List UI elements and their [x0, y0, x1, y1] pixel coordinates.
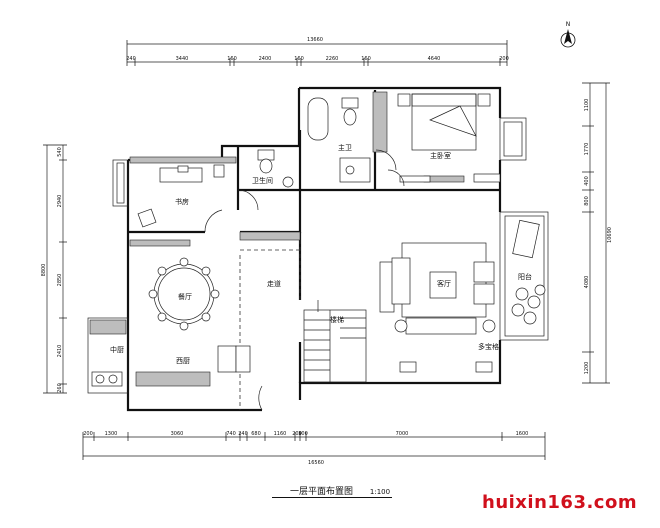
dim-top-seg-4: 160: [294, 56, 304, 62]
label-study: 书房: [175, 197, 189, 206]
label-stairs: 楼梯: [330, 315, 344, 324]
north-label: N: [566, 21, 571, 28]
balcony-bays: [87, 117, 549, 394]
dim-top-seg-3: 2400: [259, 56, 272, 62]
label-chinese-kitchen: 中厨: [110, 345, 124, 354]
dim-bottom-seg-7: 200: [292, 431, 302, 437]
watermark: huixin163.com: [482, 492, 638, 513]
label-multipurpose: 多宝格: [478, 342, 499, 351]
dim-right-total: 10690: [607, 227, 613, 243]
plan-caption: 一层平面布置图 1:100: [290, 484, 390, 497]
plan-scale: 1:100: [369, 488, 391, 496]
dim-bottom-seg-5: 680: [251, 431, 261, 437]
dim-bottom-seg-0: 200: [83, 431, 93, 437]
dim-left-seg-4: 260: [57, 383, 63, 393]
bedroom-furniture: [397, 93, 501, 183]
label-dining-room: 餐厅: [178, 292, 192, 301]
balcony-furniture: [511, 219, 546, 325]
north-arrow-icon: N: [560, 21, 576, 48]
study-furniture: [137, 164, 225, 228]
corridor-lines: [239, 240, 301, 410]
hatched-cabinets: [89, 91, 465, 387]
doors: [204, 149, 405, 411]
dim-right-seg-5: 1200: [584, 362, 590, 375]
dim-bottom-seg-6: 1160: [274, 431, 287, 437]
label-western-kitchen: 西厨: [176, 357, 190, 365]
dim-top-total: 13660: [307, 37, 323, 43]
dim-bottom-total: 16560: [308, 460, 324, 466]
dimension-right: 10690 1100 1770 400 800 4080 1200: [582, 82, 613, 384]
dim-bottom-seg-3: 740: [226, 431, 236, 437]
living-furniture: [379, 242, 496, 373]
dining-table: [148, 257, 220, 331]
dim-bottom-seg-4: 240: [238, 431, 248, 437]
dimension-bottom: 16560 200 1300 3060 740 240 680 1160 200…: [82, 431, 546, 466]
dim-bottom-seg-10: 1600: [516, 431, 529, 437]
dim-left-total: 8800: [41, 264, 47, 277]
label-bathroom: 卫生间: [252, 176, 273, 185]
dim-right-seg-2: 400: [584, 176, 590, 186]
dim-top-seg-2: 160: [227, 56, 237, 62]
plant-icon: [511, 284, 546, 325]
dim-right-seg-1: 1770: [584, 143, 590, 156]
plan-title: 一层平面布置图: [290, 487, 354, 497]
dim-top-seg-8: 200: [499, 56, 509, 62]
dim-bottom-seg-1: 1300: [105, 431, 118, 437]
dim-top-seg-5: 2260: [326, 56, 339, 62]
dim-bottom-seg-8: 300: [298, 431, 308, 437]
bathroom-fixtures: [257, 97, 371, 188]
label-balcony: 阳台: [518, 272, 532, 281]
room-labels: 书房 卫生间 主卫 主卧室 客厅 阳台 餐厅 走道 楼梯 中厨 西厨 多宝格: [110, 143, 532, 365]
dim-left-seg-1: 2940: [57, 195, 63, 208]
staircase: [303, 300, 367, 383]
label-living-room: 客厅: [437, 279, 451, 288]
dim-left-seg-0: 540: [57, 147, 63, 157]
dimension-top: 13660 240 3440 160 2400 160 2260 160 464…: [126, 37, 509, 66]
dim-right-seg-4: 4080: [584, 276, 590, 289]
label-corridor: 走道: [267, 279, 281, 288]
dim-left-seg-3: 2410: [57, 345, 63, 358]
dim-top-seg-7: 4640: [428, 56, 441, 62]
caption-underline: [272, 497, 392, 498]
dim-bottom-seg-9: 7000: [396, 431, 409, 437]
dim-bottom-seg-2: 3060: [171, 431, 184, 437]
dim-right-seg-3: 800: [584, 196, 590, 206]
dim-top-seg-1: 3440: [176, 56, 189, 62]
label-master-bedroom: 主卧室: [430, 151, 451, 160]
dim-top-seg-0: 240: [126, 56, 136, 62]
dim-top-seg-6: 160: [361, 56, 371, 62]
dim-left-seg-2: 2850: [57, 274, 63, 287]
kitchen-fixtures: [91, 345, 251, 387]
label-master-bath: 主卫: [338, 143, 352, 152]
dim-right-seg-0: 1100: [584, 99, 590, 112]
dimension-left: 8800 540 2940 2850 2410 260: [41, 144, 67, 394]
